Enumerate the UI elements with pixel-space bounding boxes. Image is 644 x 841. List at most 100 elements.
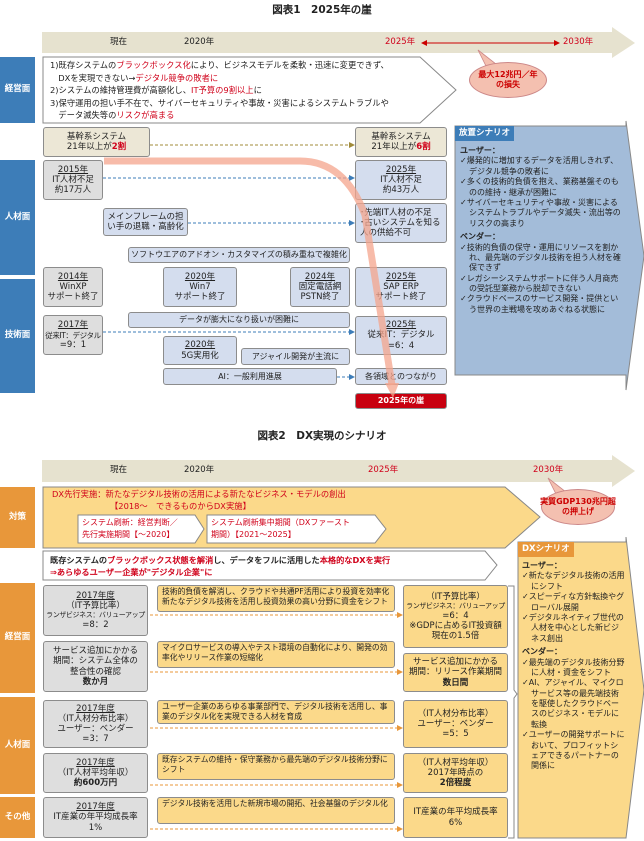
timeline-arrow [42,27,635,58]
text: ※GDPに占めるIT投資額 [409,620,502,631]
row-left: 2017年度（IT人材平均年収）約600万円 [43,753,148,793]
row-left: 2017年度（IT予算比率）ランザビジネス：バリューアップ=8：2 [43,585,148,636]
text: サポート終了 [47,292,99,303]
text: ブラックボックス化 [116,60,191,70]
text: し、データをフルに活用した [213,555,320,565]
text: =6：4 [387,340,415,351]
scenario-item: ✓AI、アジャイル、マイクロサービス等の最先端技術を駆使したクラウドベースのビジ… [522,678,624,729]
text: 従来IT：デジタル [367,330,435,341]
scenario-item: ✓最先端のデジタル技術分野に人材・資金をシフト [522,657,625,677]
vendor-heading: ベンダー： [460,232,500,242]
text: 21年以上が [66,142,112,152]
timeline-2025: 2025年 [385,37,416,47]
text: 期間：リリース作業期間 [408,667,503,678]
row-action: デジタル技術を活用した新規市場の開拓、社会基盤のデジタル化 [157,797,395,824]
text: 人の供給不可 [360,228,412,239]
text: ･古いシステムを知る [360,217,441,228]
text: 2017年度 [76,703,115,714]
text: 2割 [111,142,127,152]
scenario-item: ✓新たなデジタル技術の活用にシフト [522,571,625,591]
text: 2020年 [184,340,216,351]
text: 1)既存システムの [50,60,117,70]
mgmt-pentagon [42,56,457,124]
scenario-item: ✓技術的負債の保守・運用にリソースを割かれ、最先端のデジタル技術を担う人材を確保… [460,242,621,273]
text: IT産業の年平均成長率 [413,807,498,818]
text: サービス追加にかかる [52,646,138,657]
text: ランザビジネス：バリューアップ [406,602,505,611]
text: メインフレームの担 [107,211,184,222]
timeline-2020: 2020年 [184,465,215,475]
text: 【2018～ できるものからDX実施】 [110,500,251,511]
text: 2017年 [57,320,89,331]
cliff-2025-badge: 2025年の崖 [355,393,447,409]
data-huge: データが膨大になり扱いが困難に [128,312,350,328]
loss-bubble: 最大12兆円／年の損失 [469,62,547,98]
text: ユーザー：ベンダー [417,718,494,729]
row-label-mgmt: 経営面 [0,57,35,123]
text: 3)保守運用の担い手不在で、サイバーセキュリティや事故・災害によるシステムトラブ… [50,97,389,108]
timeline-2020: 2020年 [184,37,215,47]
text: =6：4 [442,610,469,621]
text: 2017年度 [76,591,115,602]
text: サービス追加にかかる [412,657,498,668]
text: 2024年 [304,271,336,282]
row-action: ユーザー企業のあらゆる事業部門で、デジタル技術を活用し、事業のデジタル化を実現で… [157,700,395,724]
text: Win7 [189,281,211,292]
text: 既存システムの [50,555,108,565]
gdp-bubble: 実質GDP130兆円超の押上げ [540,489,616,525]
text: 2025年 [385,320,417,331]
figure2-title: 図表2 DX実現のシナリオ [257,430,387,442]
scenario-item: ✓デジタルネイティブ世代の人材を中心とした新ビジネス創出 [522,612,624,643]
text: サポート終了 [174,292,226,303]
scenario-item: ✓クラウドベースのサービス開発・提供という世界の主戦場を攻めあぐねる状態に [460,294,619,314]
text: 6% [448,817,463,828]
dx-goal: 既存システムのブラックボックス状態を解消し、データをフルに活用した本格的なDXを… [50,554,390,578]
scenario-item: ✓レガシーシステムサポートに伴う人月商売の受託型業務から脱却できない [460,273,619,294]
dx-scenario-panel [517,536,644,839]
renewal-phase-1: システム刷新：経営判断／先行実施期間【～2020】 [82,517,178,541]
text: システム刷新：経営判断／ [82,518,178,527]
text: =5：5 [442,729,469,740]
text: 2020年 [184,271,216,282]
text: ブラックボックス状態を解消 [107,555,214,565]
neglect-scenario-tab: 放置シナリオ [455,126,515,141]
row-label-tech: 技術面 [0,279,35,393]
text: IT人材不足 [52,174,94,185]
text: 2017年度 [76,757,115,768]
user-heading: ユーザー： [522,561,562,570]
text: システム刷新集中期間（DXファースト [211,518,350,527]
dx-scenario-content: ユーザー： ✓新たなデジタル技術の活用にシフト ✓スピーディな方針転換やグローバ… [522,558,626,772]
agile-mainstream: アジャイル開発が主流に [241,348,350,365]
text: サポート終了 [375,292,427,303]
row-action: マイクロサービスの導入やテスト環境の自動化により、開発の効率化やリリース作業の短… [157,641,395,668]
text: IT予算の9割以上 [191,85,254,95]
bubble-line: 実質GDP130兆円超 [540,497,616,506]
text: ⇒あらゆるユーザー企業が"デジタル企業"に [50,567,213,577]
bubble-line: の押上げ [562,507,594,516]
text: 2025年 [385,271,417,282]
text: データ滅失等の [50,110,117,120]
goal-pentagon [42,550,498,581]
text: い手の退職・高齢化 [107,222,184,232]
text: 期間）【2021～2025】 [211,530,296,539]
row-action: 既存システムの維持・保守業務から最先端のデジタル技術分野にシフト [157,753,395,780]
text: ユーザー：ベンダー [57,724,134,734]
renewal-phase-2: システム刷新集中期間（DXファースト期間）【2021～2025】 [211,517,350,541]
text: ･先端IT人材の不足 [360,207,432,218]
text: 基幹系システム [66,131,127,142]
row-target: （IT人材分布比率）ユーザー：ベンダー=5：5 [403,700,508,748]
scenario-item: ✓爆発的に増加するデータを活用しきれず、デジタル競争の敗者に [460,156,619,176]
text: （IT人材平均年収） [417,757,494,768]
text: 従来IT：デジタル [45,330,101,340]
text: 現在の1.5倍 [431,630,480,641]
text: 2)システムの維持管理費が高額化し、 [50,85,192,95]
text: （IT人材分布比率） [417,708,494,719]
